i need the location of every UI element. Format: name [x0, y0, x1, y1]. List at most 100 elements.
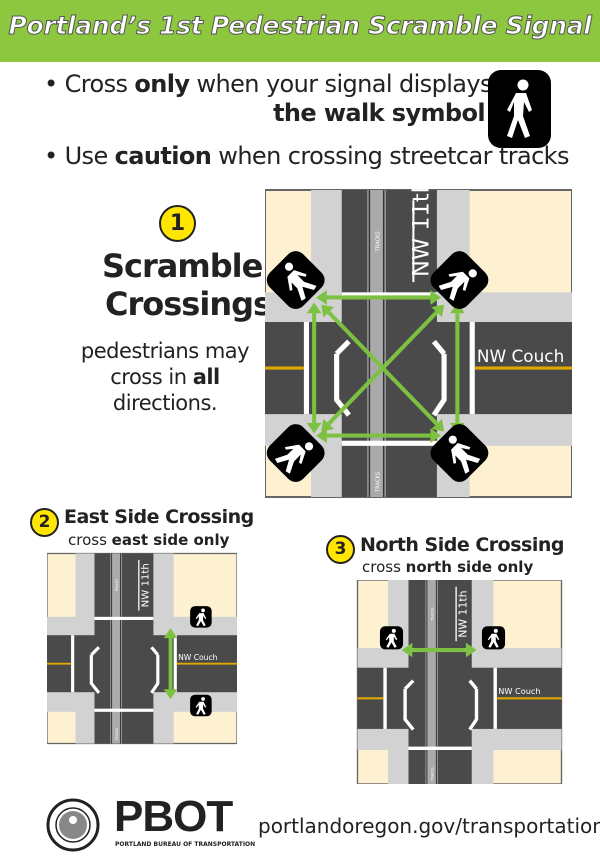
- walker: [448, 435, 481, 474]
- arrow-head: [430, 290, 442, 305]
- website-link[interactable]: portlandoregon.gov/transportation: [258, 814, 600, 838]
- emphasis: only: [134, 70, 190, 98]
- stop-line: [341, 440, 437, 446]
- walker-body: [195, 613, 207, 626]
- tracks-label: TRACKS: [376, 231, 382, 252]
- text: cross in all: [70, 364, 260, 390]
- text: Use: [64, 142, 115, 170]
- walker-body: [451, 443, 481, 474]
- text: when crossing streetcar tracks: [211, 142, 569, 170]
- walker: [274, 442, 314, 474]
- arrow-shaft: [327, 310, 439, 426]
- title-banner: Portland’s 1st Pedestrian Scramble Signa…: [0, 0, 600, 62]
- walker-body: [287, 270, 317, 301]
- section2-subtitle: cross east side only: [68, 531, 229, 549]
- arrow-head: [321, 418, 334, 432]
- walker-body: [195, 701, 207, 715]
- street-label-nw-11th: NW 11th: [456, 590, 469, 637]
- arrow-head: [306, 422, 322, 434]
- text: cross: [362, 558, 406, 576]
- section2-title: East Side Crossing: [64, 506, 254, 528]
- walker-head: [468, 269, 477, 278]
- pavement-marking: [89, 646, 160, 694]
- street-label-nw-couch: NW Couch: [498, 686, 540, 696]
- step-number-1: 1: [159, 205, 196, 242]
- walker: [385, 628, 398, 648]
- walker-head: [201, 608, 205, 613]
- walker-head: [304, 442, 314, 451]
- walker: [487, 628, 500, 648]
- step-number-3: 3: [326, 535, 355, 564]
- stop-line: [493, 667, 497, 729]
- text: Cross: [64, 70, 135, 98]
- emphasis: east side only: [111, 531, 230, 549]
- walker-body: [438, 271, 470, 301]
- walk-signal-icon: [430, 424, 489, 482]
- stop-line: [94, 616, 154, 620]
- arrow-head: [431, 418, 445, 432]
- text: pedestrians may: [80, 339, 250, 363]
- streetcar-tracks: [367, 190, 386, 497]
- bullet-caution: • Use caution when crossing streetcar tr…: [44, 142, 569, 170]
- walk-signal-icon: [190, 606, 212, 628]
- section1-description: pedestrians may cross in all directions.: [70, 338, 260, 416]
- walker-head: [201, 697, 205, 701]
- text: when your signal displays: [189, 70, 492, 98]
- step-number-2: 2: [30, 508, 59, 537]
- walker-head: [493, 628, 498, 633]
- bullet-cross-only: • Cross only when your signal displays: [44, 70, 492, 98]
- walk-signal-icon: [481, 626, 506, 650]
- walker-head: [391, 628, 396, 633]
- walk-signal-icon: [488, 70, 551, 148]
- tracks-label: TRACKS: [431, 608, 435, 622]
- walk-signal-icon: [266, 251, 325, 309]
- arrow-head: [430, 428, 442, 443]
- section3-title: North Side Crossing: [360, 534, 564, 556]
- text: cross: [68, 531, 112, 549]
- pbot-logo-subtitle: PORTLAND BUREAU OF TRANSPORTATION: [115, 841, 256, 848]
- stop-line: [408, 746, 472, 750]
- arrow-head: [431, 304, 445, 318]
- tracks-label: TRACKS: [115, 728, 119, 741]
- emphasis: all: [192, 365, 221, 389]
- walker-body: [385, 633, 398, 648]
- stop-line: [341, 292, 437, 298]
- arrow-head: [401, 642, 413, 658]
- section3-subtitle: cross north side only: [362, 558, 533, 576]
- walker-head: [448, 435, 457, 444]
- street-label-nw-11th: NW 11th: [140, 563, 151, 607]
- street-label-nw-couch: NW Couch: [477, 346, 564, 366]
- walker: [438, 269, 477, 301]
- pavement-marking: [403, 679, 479, 731]
- arrow-head: [321, 304, 334, 318]
- arrow-head: [306, 302, 322, 314]
- arrow-head: [465, 642, 477, 658]
- arrow-head: [163, 689, 178, 700]
- stop-line: [173, 635, 177, 693]
- streetcar-tracks: [110, 553, 122, 744]
- walker-body: [487, 633, 500, 648]
- emphasis: caution: [114, 142, 212, 170]
- arrow-head: [316, 290, 327, 305]
- tracks-label: TRACKS: [431, 767, 435, 781]
- emphasis: north side only: [405, 558, 534, 576]
- page-title: Portland’s 1st Pedestrian Scramble Signa…: [8, 11, 592, 41]
- pavement-marking: [334, 339, 447, 417]
- streetcar-tracks: [425, 580, 438, 784]
- walker: [195, 608, 207, 626]
- stop-line: [383, 667, 387, 729]
- text: cross in: [110, 365, 193, 389]
- walker-head: [284, 262, 294, 271]
- walk-signal-icon: [379, 626, 404, 650]
- walk-signal-icon: [430, 251, 489, 309]
- walker-body: [274, 444, 306, 474]
- arrow-head: [316, 428, 327, 443]
- walk-signal-icon: [266, 424, 325, 482]
- section1-title-line2: Crossings: [105, 285, 272, 323]
- arrow-head: [163, 628, 178, 639]
- walker: [284, 262, 317, 301]
- walker: [195, 697, 207, 715]
